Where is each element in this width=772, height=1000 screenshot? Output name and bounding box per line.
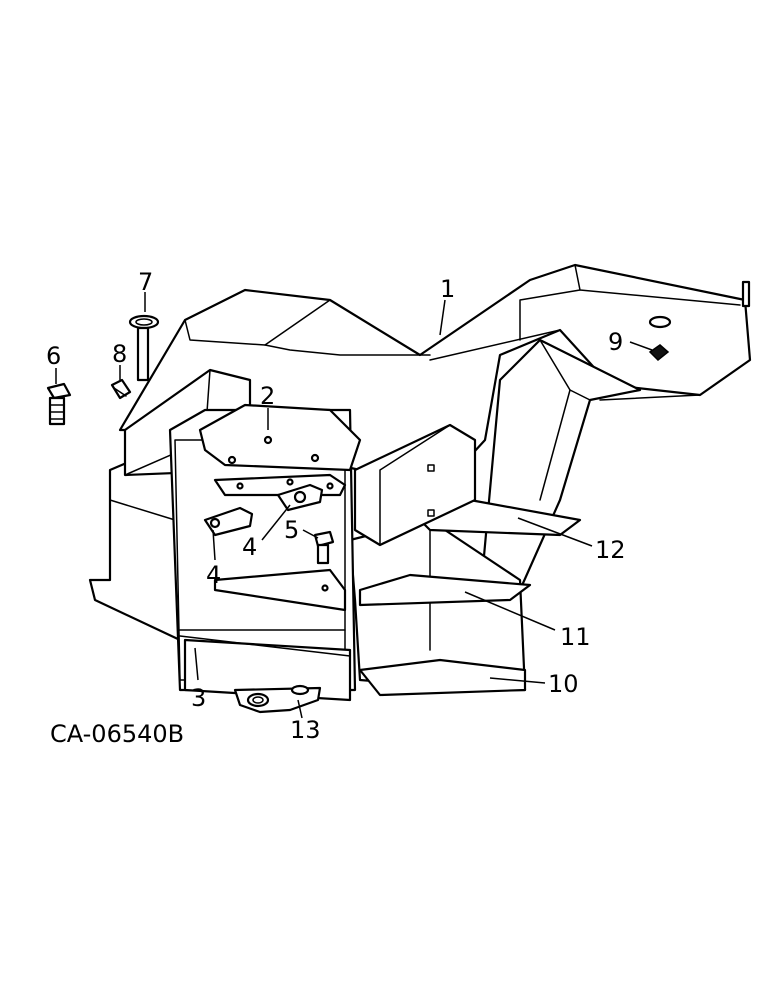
callout-5: 5 — [284, 516, 299, 544]
bolt-6 — [46, 382, 72, 426]
callout-13: 13 — [290, 716, 321, 744]
shim-4b — [276, 483, 324, 512]
callout-labels: 1 2 3 4 4 5 6 7 8 9 10 11 12 13 — [46, 268, 626, 744]
callout-4b: 4 — [242, 533, 257, 561]
callout-2: 2 — [260, 382, 275, 410]
callout-1: 1 — [440, 275, 455, 303]
main-frame — [118, 263, 752, 602]
bolt-5 — [313, 530, 335, 565]
leader-lines — [55, 292, 653, 719]
callout-3: 3 — [191, 684, 206, 712]
inner-plate — [213, 568, 347, 612]
clip-9 — [648, 344, 670, 362]
plate-11 — [358, 573, 532, 607]
callout-8: 8 — [112, 340, 127, 368]
plate-10 — [358, 658, 527, 697]
figure-id: CA-06540B — [50, 720, 184, 748]
plate-2 — [198, 403, 362, 472]
callout-11: 11 — [560, 623, 591, 651]
callout-4a: 4 — [206, 561, 221, 589]
clip-8 — [110, 378, 132, 400]
callout-6: 6 — [46, 342, 61, 370]
pin-7 — [128, 314, 160, 382]
callout-9: 9 — [608, 328, 623, 356]
callout-7: 7 — [138, 268, 153, 296]
hitch-plate-13 — [233, 684, 322, 714]
callout-12: 12 — [595, 536, 626, 564]
callout-10: 10 — [548, 670, 579, 698]
